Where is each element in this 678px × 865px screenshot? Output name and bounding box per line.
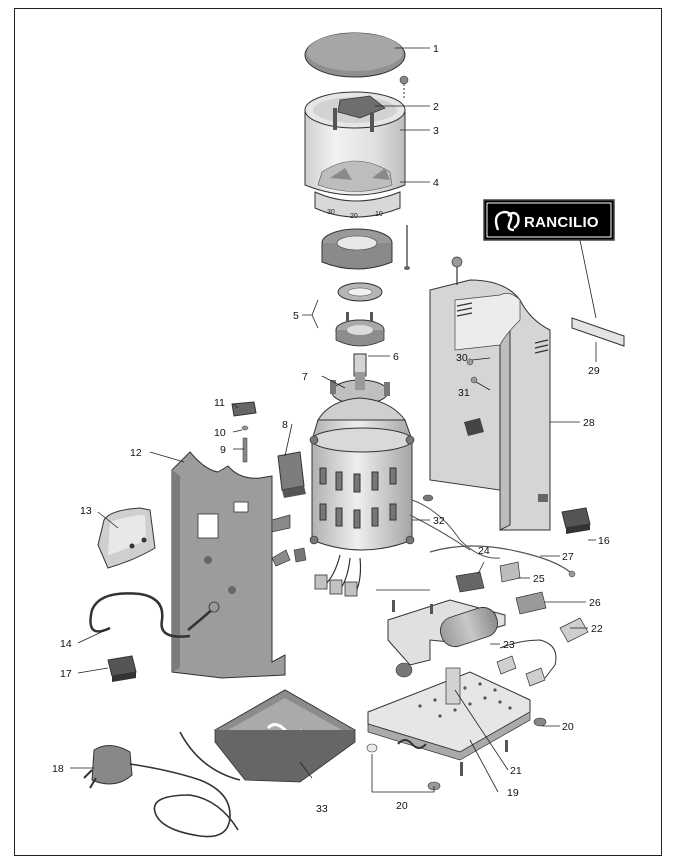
callout-11: 11 — [214, 397, 225, 409]
electrical-components — [429, 507, 591, 643]
callout-17: 17 — [60, 668, 72, 680]
callout-16: 16 — [598, 535, 610, 547]
callout-7: 7 — [302, 371, 308, 383]
callout-22: 22 — [591, 623, 603, 635]
callout-8: 8 — [282, 419, 288, 431]
mounting-bracket — [571, 317, 625, 347]
callout-12: 12 — [130, 447, 142, 459]
callout-10: 10 — [214, 427, 226, 439]
callout-32: 32 — [433, 515, 445, 527]
rear-cover-panel — [422, 256, 551, 531]
callout-5: 5 — [293, 310, 299, 322]
brand-name: RANCILIO — [524, 214, 599, 231]
callout-numbers: 1 2 3 4 5 6 7 8 9 10 11 12 13 14 16 17 1… — [52, 43, 610, 815]
rancilio-r-logo-icon — [494, 210, 520, 232]
callout-31: 31 — [458, 387, 470, 399]
callout-33: 33 — [316, 803, 328, 815]
motor-shaft-assembly — [330, 353, 390, 405]
callout-3: 3 — [433, 125, 439, 137]
callout-23: 23 — [503, 639, 515, 651]
callout-4: 4 — [433, 177, 439, 189]
diagram-frame — [14, 8, 662, 856]
callout-9: 9 — [220, 444, 226, 456]
base-plate-assembly — [366, 599, 557, 791]
dial-mark-30: 30 — [327, 209, 335, 216]
power-cord-plug — [83, 731, 241, 838]
callout-6: 6 — [393, 351, 399, 363]
callout-29: 29 — [588, 365, 600, 377]
hopper-lid — [304, 32, 406, 78]
small-hardware-parts — [231, 401, 306, 498]
callout-2: 2 — [433, 101, 439, 113]
callout-24: 24 — [478, 545, 490, 557]
power-switch — [107, 655, 137, 682]
callout-18: 18 — [52, 763, 64, 775]
grinder-motor — [309, 397, 501, 597]
bean-hopper: 30 20 10 — [304, 75, 409, 220]
callout-27: 27 — [562, 551, 574, 563]
callout-13: 13 — [80, 505, 92, 517]
callout-20-right: 20 — [562, 721, 574, 733]
discharge-spring — [89, 592, 191, 638]
grinding-burrs — [335, 282, 385, 347]
leader-lines — [70, 47, 597, 793]
callout-25: 25 — [533, 573, 545, 585]
dosing-chute — [97, 507, 156, 569]
callout-14: 14 — [60, 638, 72, 650]
dial-mark-10: 10 — [375, 211, 383, 218]
callout-19: 19 — [507, 787, 519, 799]
callout-21: 21 — [510, 765, 522, 777]
callout-1: 1 — [433, 43, 439, 55]
callout-26: 26 — [589, 597, 601, 609]
brand-badge: RANCILIO — [483, 199, 615, 241]
dial-mark-20: 20 — [350, 213, 358, 220]
callout-30: 30 — [456, 352, 468, 364]
callout-20-bottom: 20 — [396, 800, 408, 812]
drip-tray — [214, 689, 356, 783]
callout-28: 28 — [583, 417, 595, 429]
main-chassis-frame — [171, 451, 307, 679]
burr-adjustment-ring — [321, 225, 410, 270]
